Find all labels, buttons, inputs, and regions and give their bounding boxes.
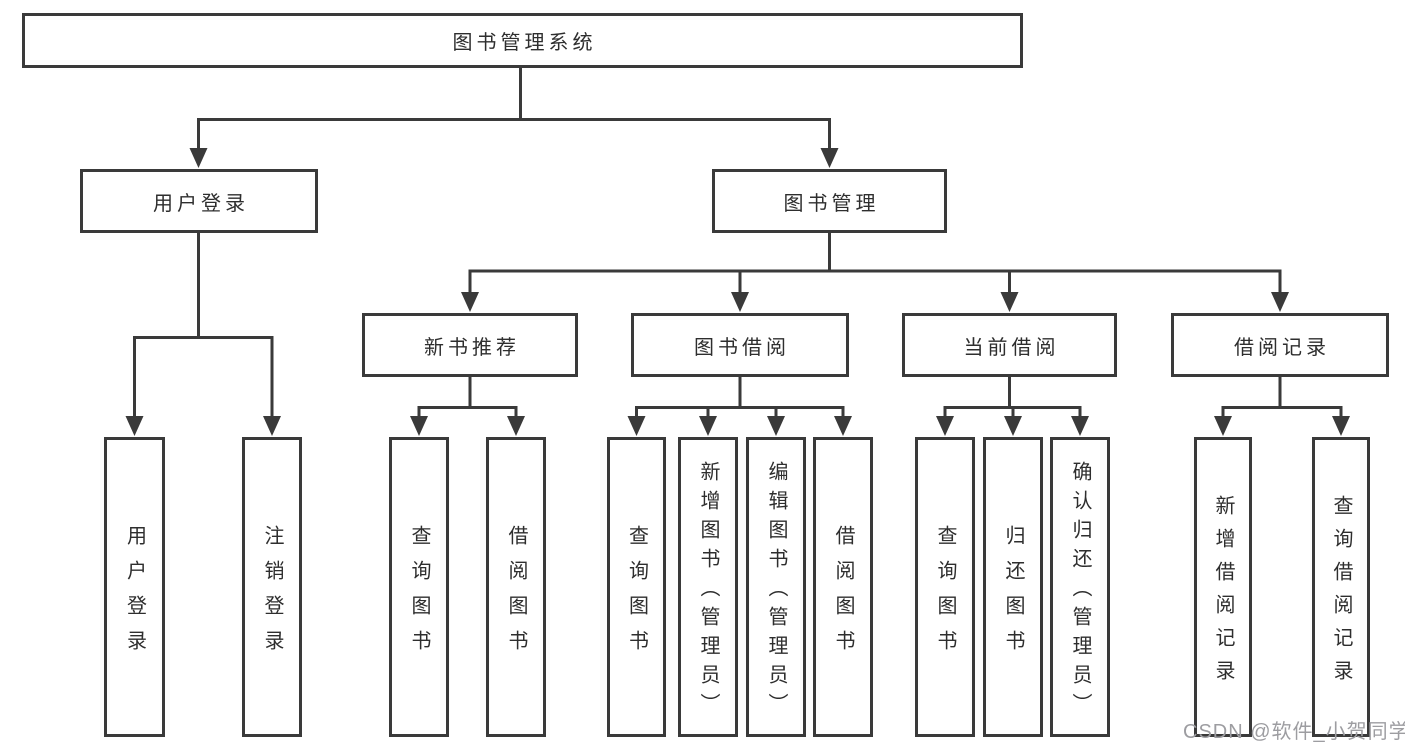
- node-leaf-user-login: 用户登录: [104, 437, 165, 737]
- arrow-down-icons-borrow-record-group: [1214, 416, 1350, 436]
- node-label: 用户登录: [123, 524, 146, 665]
- node-borrow-records: 借阅记录: [1171, 313, 1389, 377]
- node-label: 图书借阅: [694, 336, 790, 359]
- node-label: 查询图书: [625, 524, 648, 665]
- node-label: 新书推荐: [424, 336, 520, 359]
- connector-user-login-children: [133, 233, 274, 420]
- node-library-management-system: 图书管理系统: [22, 13, 1023, 68]
- node-label: 归还图书: [1002, 524, 1024, 665]
- node-leaf-edit-book-admin: 编辑图书（管理员）: [746, 437, 806, 737]
- connector-root-to-level2: [197, 68, 831, 150]
- node-leaf-confirm-return-admin: 确认归还（管理员）: [1050, 437, 1110, 737]
- arrow-down-icons-book-borrow-group: [627, 416, 852, 436]
- node-label: 查询图书: [934, 524, 956, 665]
- node-leaf-logout: 注销登录: [242, 437, 302, 737]
- node-leaf-query-books-current: 查询图书: [915, 437, 975, 737]
- node-book-management: 图书管理: [712, 169, 947, 233]
- node-leaf-query-books-borrow: 查询图书: [607, 437, 666, 737]
- watermark: CSDN @软件_小贺同学: [1183, 721, 1405, 743]
- node-label: 新增借阅记录: [1212, 494, 1234, 693]
- node-leaf-borrow-books-recommend: 借阅图书: [486, 437, 546, 737]
- node-label: 借阅记录: [1234, 336, 1330, 359]
- node-label: 借阅图书: [832, 524, 854, 665]
- arrow-down-icons-current-borrow-group: [936, 416, 1089, 436]
- connector-book-management-children: [468, 233, 1282, 296]
- connector-borrow-record-children: [1221, 377, 1343, 421]
- node-label: 注销登录: [261, 524, 283, 665]
- node-user-login: 用户登录: [80, 169, 318, 233]
- node-leaf-add-book-admin: 新增图书（管理员）: [678, 437, 738, 737]
- node-label: 查询借阅记录: [1330, 494, 1352, 693]
- node-label: 新增图书（管理员）: [697, 461, 719, 722]
- node-leaf-query-borrow-record: 查询借阅记录: [1312, 437, 1370, 737]
- arrow-down-icons-new-book-group: [410, 416, 525, 436]
- node-leaf-query-books-recommend: 查询图书: [389, 437, 449, 737]
- node-label: 图书管理系统: [452, 32, 597, 54]
- node-label: 当前借阅: [963, 336, 1060, 359]
- connector-new-book-children: [417, 377, 518, 421]
- arrow-down-icons-level2: [189, 148, 839, 168]
- arrow-down-icons-user-login-group: [125, 416, 281, 436]
- node-label: 借阅图书: [505, 524, 527, 665]
- connector-current-borrow-children: [943, 377, 1082, 421]
- node-label: 确认归还（管理员）: [1069, 461, 1091, 722]
- node-leaf-return-books: 归还图书: [983, 437, 1043, 737]
- node-label: 查询图书: [408, 524, 430, 665]
- connector-book-borrow-children: [635, 377, 845, 421]
- node-leaf-add-borrow-record: 新增借阅记录: [1194, 437, 1252, 737]
- node-label: 编辑图书（管理员）: [765, 461, 787, 722]
- node-book-borrow: 图书借阅: [631, 313, 849, 377]
- node-label: 用户登录: [153, 192, 249, 215]
- arrow-down-icons-level3: [461, 292, 1289, 312]
- node-current-borrow: 当前借阅: [902, 313, 1117, 377]
- node-new-book-recommend: 新书推荐: [362, 313, 578, 377]
- node-leaf-borrow-books: 借阅图书: [813, 437, 873, 737]
- node-label: 图书管理: [783, 192, 880, 215]
